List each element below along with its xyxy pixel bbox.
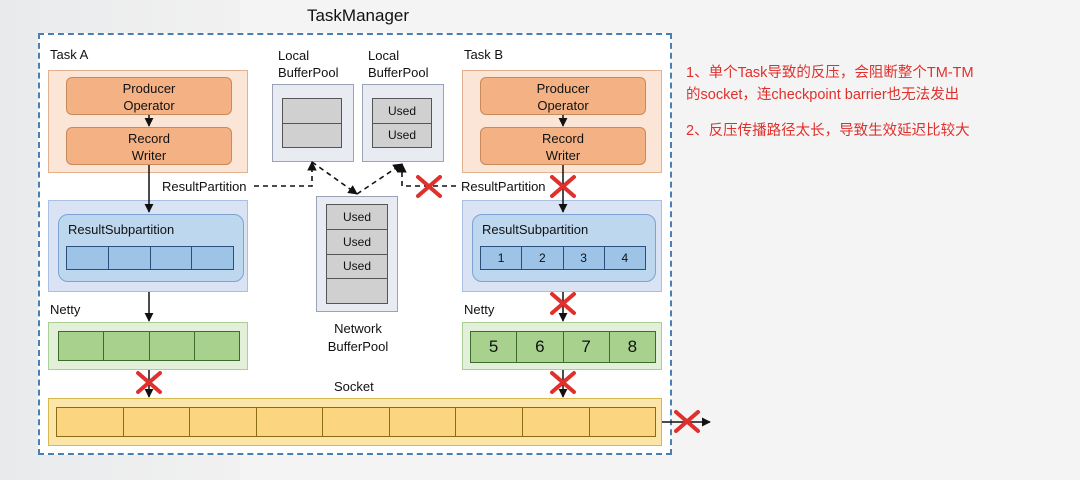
task-b-label: Task B <box>464 47 504 62</box>
pool-cell-used: Used <box>327 205 387 230</box>
pool-cell <box>283 99 341 124</box>
buffer-cell: 1 <box>481 247 523 269</box>
netty-cell: 7 <box>564 332 610 362</box>
buffer-cell <box>67 247 109 269</box>
socket-cell <box>390 408 457 436</box>
task-a-record-writer: Record Writer <box>66 127 232 165</box>
taskmanager-title: TaskManager <box>306 6 410 25</box>
netty-cell: 5 <box>471 332 518 362</box>
network-pool-label: Network BufferPool <box>327 321 389 354</box>
task-a-label: Task A <box>50 47 89 62</box>
dashed-link-network-to-pool2 <box>356 163 403 195</box>
task-b-record-writer: Record Writer <box>480 127 646 165</box>
netty-a-label: Netty <box>50 302 81 317</box>
task-b-producer-operator: Producer Operator <box>480 77 646 115</box>
local-pool-2-buffers: Used Used <box>372 98 432 148</box>
socket-cell <box>323 408 390 436</box>
socket-cell <box>257 408 324 436</box>
block-mark-icon <box>416 175 442 198</box>
netty-cell <box>59 332 105 360</box>
netty-a-buffers <box>58 331 240 361</box>
socket-cell <box>124 408 191 436</box>
block-mark-icon <box>674 410 700 433</box>
dashed-link-partition-b <box>397 163 456 187</box>
block-mark-icon <box>550 292 576 315</box>
buffer-cell: 2 <box>522 247 564 269</box>
pool-cell-used: Used <box>327 255 387 280</box>
socket-cell <box>57 408 124 436</box>
note-2: 2、反压传播路径太长，导致生效延迟比较大 <box>686 123 970 139</box>
local-pool-1-label: Local BufferPool <box>278 48 339 80</box>
task-a-producer-operator: Producer Operator <box>66 77 232 115</box>
netty-b-label: Netty <box>464 302 495 317</box>
result-subpartition-b-label: ResultSubpartition <box>482 222 589 237</box>
dashed-link-pool1-to-network <box>311 161 358 195</box>
local-pool-1-buffers <box>282 98 342 148</box>
netty-cell <box>150 332 195 360</box>
socket-buffers <box>56 407 656 437</box>
netty-cell: 8 <box>627 337 638 356</box>
socket-cell <box>456 408 523 436</box>
dashed-link-partition-a <box>254 161 317 187</box>
netty-cell <box>104 332 150 360</box>
buffer-cell: 3 <box>564 247 605 269</box>
buffer-cell <box>151 247 193 269</box>
block-mark-icon <box>550 371 576 394</box>
subpartition-b-buffers: 1 2 3 4 <box>480 246 646 270</box>
network-pool-buffers: Used Used Used <box>326 204 388 304</box>
netty-cell: 6 <box>517 332 564 362</box>
buffer-cell <box>109 247 151 269</box>
buffer-cell: 4 <box>621 251 629 265</box>
result-subpartition-a-label: ResultSubpartition <box>68 222 175 237</box>
netty-b-buffers: 5 6 7 8 <box>470 331 656 363</box>
block-mark-icon <box>136 371 162 394</box>
pool-cell-used: Used <box>327 230 387 255</box>
socket-cell <box>523 408 590 436</box>
result-partition-b-label: ResultPartition <box>461 179 546 194</box>
pool-cell-used: Used <box>387 128 416 143</box>
note-1-line-1: 1、单个Task导致的反压，会阻断整个TM-TM <box>686 65 974 81</box>
note-1-line-2: 的socket，连checkpoint barrier也无法发出 <box>686 87 960 103</box>
block-mark-icon <box>550 175 576 198</box>
local-pool-2-label: Local BufferPool <box>368 48 429 80</box>
socket-cell <box>190 408 257 436</box>
pool-cell-used: Used <box>373 99 431 124</box>
socket-label: Socket <box>334 379 374 394</box>
subpartition-a-buffers <box>66 246 234 270</box>
result-partition-a-label: ResultPartition <box>162 179 247 194</box>
